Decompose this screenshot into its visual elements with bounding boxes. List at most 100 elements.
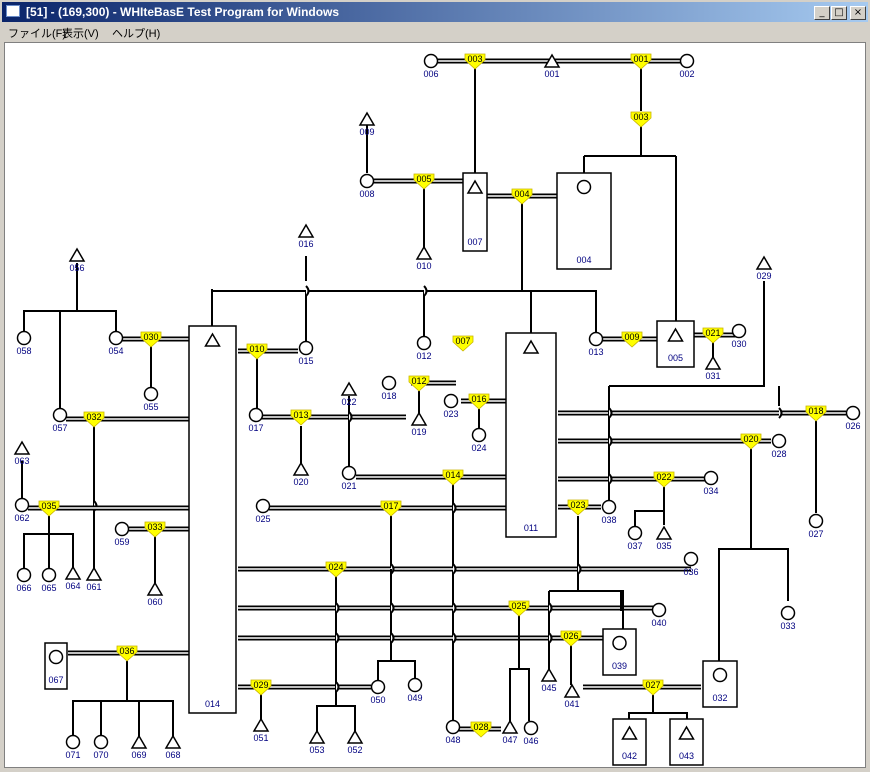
terminal-label-063: 063 bbox=[14, 456, 29, 466]
valve-icon[interactable] bbox=[83, 411, 105, 428]
terminal-label-031: 031 bbox=[705, 371, 720, 381]
circle-icon bbox=[41, 567, 57, 583]
minimize-button[interactable]: _ bbox=[814, 6, 830, 20]
terminal-label-002: 002 bbox=[679, 69, 694, 79]
terminal-label-022: 022 bbox=[341, 397, 356, 407]
triangle-icon bbox=[68, 247, 86, 262]
valve-icon[interactable] bbox=[250, 679, 272, 696]
valve-icon[interactable] bbox=[413, 173, 435, 190]
pipe-line bbox=[628, 712, 688, 721]
terminal-label-010: 010 bbox=[416, 261, 431, 271]
pipe-crossover bbox=[548, 632, 553, 644]
menu-file[interactable]: ファイル(F) bbox=[8, 28, 67, 40]
terminal-label-026: 026 bbox=[845, 421, 860, 431]
pipe-line bbox=[377, 660, 416, 681]
valve-icon[interactable] bbox=[408, 375, 430, 392]
circle-icon bbox=[407, 677, 423, 693]
triangle-icon bbox=[297, 223, 315, 238]
terminal-label-030: 030 bbox=[731, 339, 746, 349]
valve-label-025: 025 bbox=[511, 601, 526, 611]
valve-icon[interactable] bbox=[442, 469, 464, 486]
valve-icon[interactable] bbox=[464, 53, 486, 70]
triangle-icon bbox=[292, 461, 310, 476]
menu-help[interactable]: ヘルプ(H) bbox=[112, 28, 161, 40]
terminal-label-038: 038 bbox=[601, 515, 616, 525]
valve-label-007: 007 bbox=[455, 336, 470, 346]
pipe-crossover bbox=[305, 285, 310, 297]
circle-icon bbox=[443, 393, 459, 409]
pipe-crossover bbox=[608, 473, 613, 485]
valve-icon[interactable] bbox=[560, 630, 582, 647]
circle-icon bbox=[612, 635, 627, 651]
circle-icon bbox=[845, 405, 861, 421]
valve-icon[interactable] bbox=[468, 393, 490, 410]
circle-icon bbox=[255, 498, 271, 514]
circle-icon bbox=[52, 407, 68, 423]
pipe-crossover bbox=[608, 435, 613, 447]
valve-icon[interactable] bbox=[116, 645, 138, 662]
terminal-label-060: 060 bbox=[147, 597, 162, 607]
tank-label-043: 043 bbox=[679, 751, 694, 761]
circle-icon bbox=[712, 667, 728, 683]
valve-icon[interactable] bbox=[702, 327, 724, 344]
valve-icon[interactable] bbox=[642, 679, 664, 696]
pipe-line bbox=[316, 705, 356, 731]
app-icon[interactable] bbox=[6, 5, 20, 17]
valve-icon[interactable] bbox=[470, 721, 492, 738]
valve-icon[interactable] bbox=[140, 331, 162, 348]
valve-icon[interactable] bbox=[630, 53, 652, 70]
terminal-label-047: 047 bbox=[502, 735, 517, 745]
valve-label-023: 023 bbox=[570, 500, 585, 510]
circle-icon bbox=[588, 331, 604, 347]
valve-icon[interactable] bbox=[740, 433, 762, 450]
terminal-label-025: 025 bbox=[255, 514, 270, 524]
terminal-label-009: 009 bbox=[359, 127, 374, 137]
valve-icon[interactable] bbox=[246, 343, 268, 360]
valve-icon[interactable] bbox=[508, 600, 530, 617]
terminal-label-051: 051 bbox=[253, 733, 268, 743]
valve-icon[interactable] bbox=[653, 471, 675, 488]
menu-view[interactable]: 表示(V) bbox=[62, 28, 99, 40]
valve-icon[interactable] bbox=[380, 500, 402, 517]
triangle-icon bbox=[667, 327, 684, 342]
circle-icon bbox=[780, 605, 796, 621]
terminal-label-028: 028 bbox=[771, 449, 786, 459]
triangle-icon bbox=[655, 525, 673, 540]
valve-icon[interactable] bbox=[630, 111, 652, 128]
close-button[interactable]: × bbox=[850, 6, 866, 20]
valve-icon[interactable] bbox=[621, 331, 643, 348]
terminal-label-059: 059 bbox=[114, 537, 129, 547]
terminal-label-055: 055 bbox=[143, 402, 158, 412]
terminal-label-054: 054 bbox=[108, 346, 123, 356]
valve-icon[interactable] bbox=[511, 188, 533, 205]
valve-label-003: 003 bbox=[633, 112, 648, 122]
valve-label-033: 033 bbox=[147, 522, 162, 532]
title-bar[interactable]: [51] - (169,300) - WHIteBasE Test Progra… bbox=[2, 2, 868, 22]
triangle-icon bbox=[543, 53, 561, 68]
terminal-label-017: 017 bbox=[248, 423, 263, 433]
valve-label-001: 001 bbox=[633, 54, 648, 64]
terminal-label-053: 053 bbox=[309, 745, 324, 755]
valve-icon[interactable] bbox=[325, 561, 347, 578]
valve-label-026: 026 bbox=[563, 631, 578, 641]
terminal-label-052: 052 bbox=[347, 745, 362, 755]
tank-014[interactable] bbox=[188, 325, 237, 714]
terminal-label-045: 045 bbox=[541, 683, 556, 693]
triangle-icon bbox=[340, 381, 358, 396]
triangle-icon bbox=[346, 729, 364, 744]
circle-icon bbox=[298, 340, 314, 356]
valve-icon[interactable] bbox=[452, 335, 474, 352]
valve-icon[interactable] bbox=[567, 499, 589, 516]
maximize-button[interactable]: □ bbox=[831, 6, 847, 20]
tank-011[interactable] bbox=[505, 332, 557, 538]
valve-icon[interactable] bbox=[144, 521, 166, 538]
valve-label-024: 024 bbox=[328, 562, 343, 572]
valve-label-014: 014 bbox=[445, 470, 460, 480]
circle-icon bbox=[679, 53, 695, 69]
valve-icon[interactable] bbox=[805, 405, 827, 422]
pipe-crossover bbox=[348, 411, 353, 423]
valve-icon[interactable] bbox=[38, 500, 60, 517]
valve-icon[interactable] bbox=[290, 409, 312, 426]
